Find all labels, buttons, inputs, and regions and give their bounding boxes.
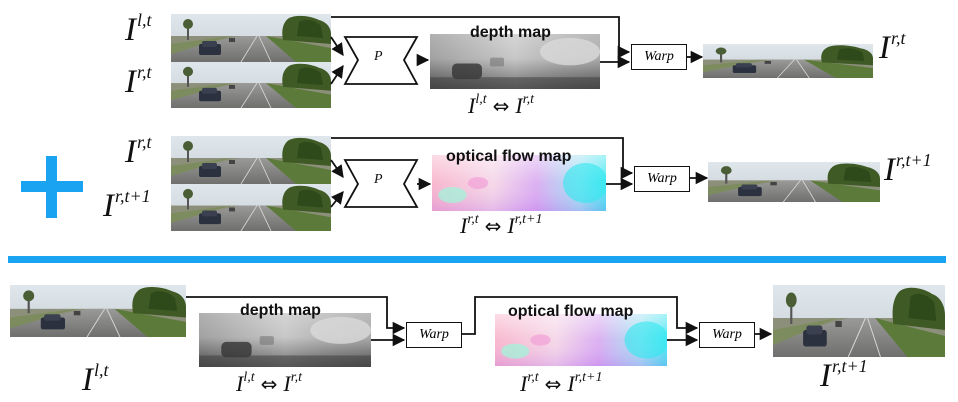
row2-arrows: [330, 137, 709, 208]
row2-warp-box: Warp: [634, 166, 690, 192]
row3-flow-title: optical flow map: [508, 303, 634, 320]
row3-output-image: [773, 285, 945, 357]
row3-depth-equation: Il,t⇔Ir,t: [236, 370, 302, 396]
row3-flow-map-image: [495, 314, 667, 366]
row1-warp-box: Warp: [631, 44, 687, 70]
row3-input-image: [10, 285, 186, 337]
plus-icon-vertical: [46, 156, 57, 218]
row2-map-title: optical flow map: [446, 148, 572, 165]
row1-input-top-label: Il,t: [125, 10, 152, 48]
row1-input-top-image: [171, 14, 331, 62]
row1-network-box: [343, 36, 419, 85]
row2-input-top-image: [171, 136, 331, 184]
row2-output-label: Ir,t+1: [884, 150, 932, 188]
row1-map-equation: Il,t⇔Ir,t: [468, 92, 534, 118]
row2-output-image: [708, 162, 880, 202]
row3-flow-equation: Ir,t⇔Ir,t+1: [520, 370, 603, 396]
row1-output-label: Ir,t: [879, 28, 906, 66]
row2-input-bottom-image: [171, 184, 331, 231]
row3-depth-map-image: [199, 313, 371, 367]
row3-warp2-box: Warp: [699, 322, 755, 348]
row2-input-top-label: Ir,t: [125, 132, 152, 170]
row1-depth-map-image: [430, 34, 600, 89]
row1-arrows: [330, 16, 704, 85]
row3-arrows: [186, 296, 773, 347]
row3-input-label: Il,t: [82, 360, 109, 398]
row3-warp1-box: Warp: [406, 322, 462, 348]
row2-map-equation: Ir,t⇔Ir,t+1: [460, 212, 543, 238]
row2-network-box: [343, 159, 419, 208]
row1-network-label: P: [374, 49, 383, 64]
row2-input-bottom-label: Ir,t+1: [103, 186, 151, 224]
row3-depth-title: depth map: [240, 302, 321, 319]
row3-output-label: Ir,t+1: [820, 356, 868, 394]
row1-input-bottom-image: [171, 62, 331, 108]
row2-network-label: P: [374, 172, 383, 187]
row1-output-image: [703, 44, 873, 78]
section-divider: [8, 256, 946, 263]
row1-map-title: depth map: [470, 24, 551, 41]
row1-input-bottom-label: Ir,t: [125, 62, 152, 100]
